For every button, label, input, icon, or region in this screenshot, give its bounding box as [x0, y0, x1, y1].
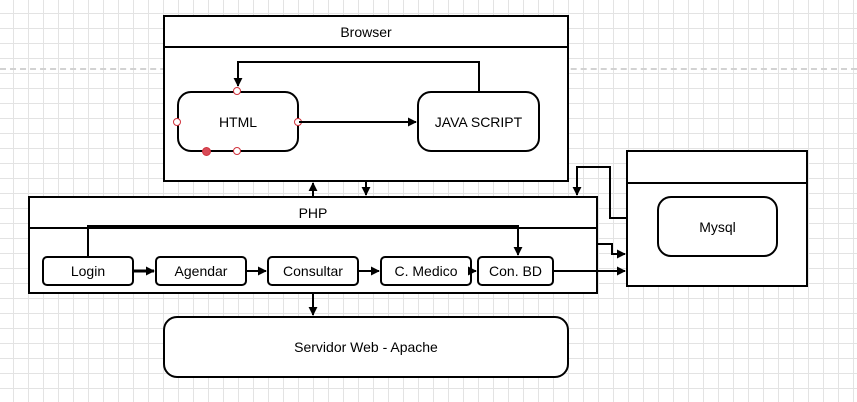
- browser-title: Browser: [165, 17, 567, 48]
- mysql-node[interactable]: Mysql: [657, 196, 778, 257]
- selection-handle-right[interactable]: [294, 118, 302, 126]
- edge-php-to-db: [598, 243, 626, 259]
- database-title: [628, 152, 806, 184]
- consultar-node[interactable]: Consultar: [267, 256, 359, 286]
- selection-handle-top[interactable]: [233, 87, 241, 95]
- agendar-node[interactable]: Agendar: [155, 256, 247, 286]
- apache-server-node[interactable]: Servidor Web - Apache: [163, 316, 569, 378]
- php-title: PHP: [30, 198, 596, 229]
- html-node[interactable]: HTML: [177, 91, 299, 152]
- selection-handle-left[interactable]: [173, 118, 181, 126]
- login-node[interactable]: Login: [42, 256, 134, 286]
- selection-handle-bottom-left[interactable]: [202, 147, 211, 156]
- javascript-node[interactable]: JAVA SCRIPT: [417, 91, 540, 152]
- selection-handle-bottom[interactable]: [233, 147, 241, 155]
- con-bd-node[interactable]: Con. BD: [477, 256, 554, 286]
- c-medico-node[interactable]: C. Medico: [380, 256, 472, 286]
